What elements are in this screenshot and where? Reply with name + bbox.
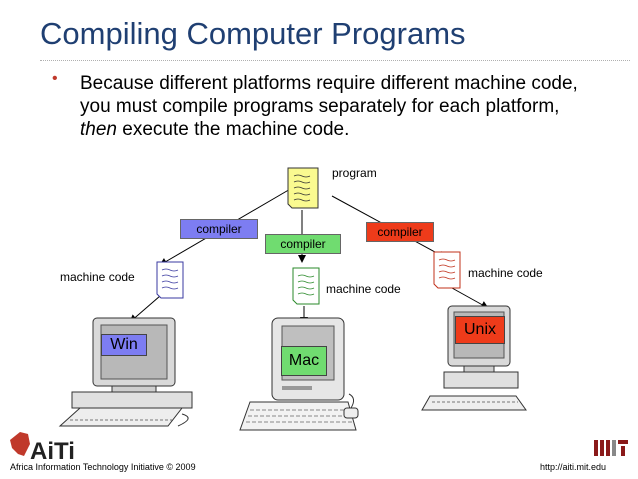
arrow-code-to-unix [451,287,489,309]
mac-machine-code-icon [292,267,320,305]
win-machine-code-label: machine code [60,270,135,284]
bullet-text-part1: Because different platforms require diff… [80,73,578,117]
unix-machine-code-icon [433,251,461,289]
title-divider [40,60,630,61]
bullet-text-emphasis: then [80,119,117,140]
aiti-logo-text: AiTi [30,438,75,465]
win-platform-label: Win [101,334,147,356]
mac-compiler-box: compiler [265,234,341,254]
program-document-icon [287,167,319,209]
unix-machine-code-label: machine code [468,266,543,280]
bullet-text: Because different platforms require diff… [80,72,600,141]
footer-copyright: Africa Information Technology Initiative… [10,462,196,472]
mac-machine-code-label: machine code [326,282,401,296]
unix-compiler-box: compiler [366,222,434,242]
slide-title: Compiling Computer Programs [40,16,466,51]
unix-platform-label: Unix [455,316,505,344]
program-label: program [332,166,377,180]
bullet-icon: • [52,70,58,87]
win-compiler-box: compiler [180,219,258,239]
footer-url[interactable]: http://aiti.mit.edu [540,462,607,472]
win-machine-code-icon [156,261,184,299]
bullet-text-part2: execute the machine code. [116,119,350,140]
mac-platform-label: Mac [281,346,327,376]
